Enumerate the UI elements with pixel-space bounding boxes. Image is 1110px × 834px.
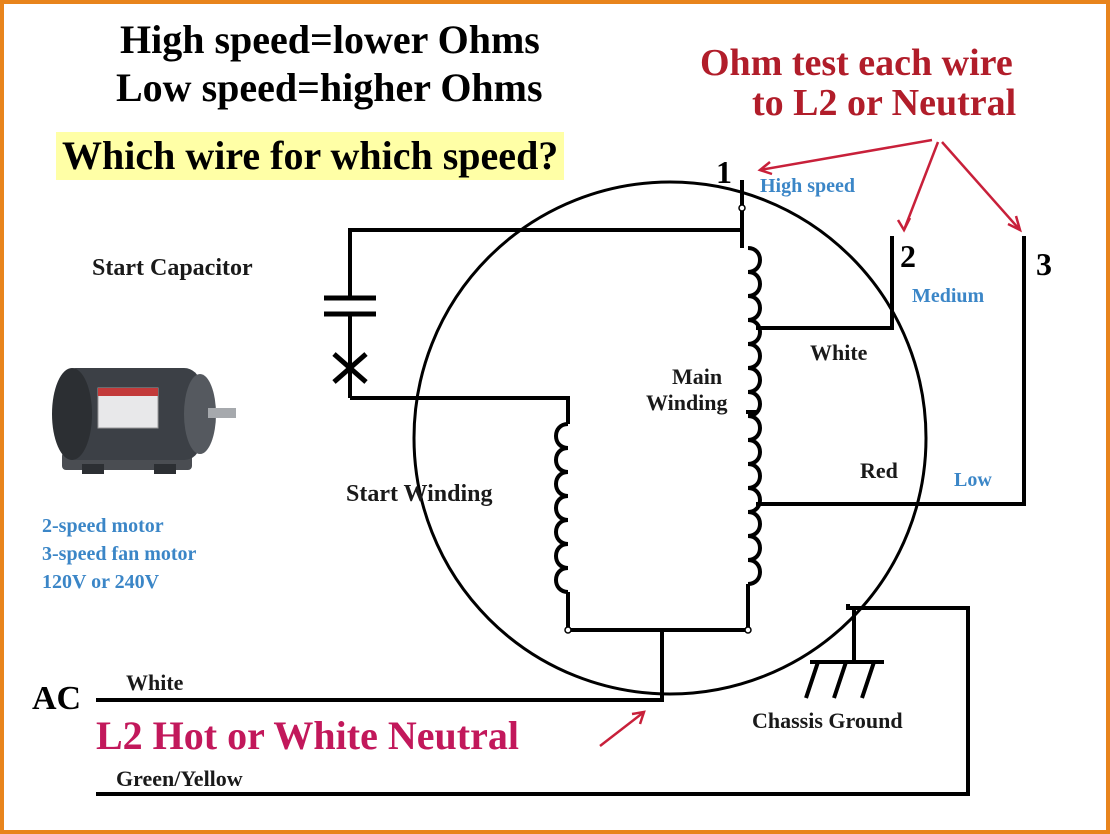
- ground-tick-1: [804, 661, 820, 699]
- start-winding-coil: [554, 422, 569, 594]
- terminal-3: 3: [1036, 246, 1052, 282]
- arrow-to-2: [902, 141, 940, 231]
- motor-housing-circle: [412, 180, 928, 696]
- ground-tick-2: [832, 661, 848, 699]
- ground-tick-3: [860, 661, 876, 699]
- arrow-to-3: [941, 141, 1021, 231]
- terminal-1: 1: [716, 154, 732, 190]
- common-to-ac-wire: [96, 630, 664, 702]
- label-main-winding-2: Winding: [646, 390, 728, 415]
- label-start-winding: Start Winding: [346, 481, 493, 507]
- label-start-capacitor: Start Capacitor: [92, 255, 253, 281]
- motor-info-line2: 3-speed fan motor: [42, 543, 197, 565]
- label-high-speed: High speed: [760, 175, 856, 197]
- motor-info-line3: 120V or 240V: [42, 571, 160, 593]
- question-banner: Which wire for which speed?: [56, 132, 565, 180]
- main-winding-coil: [747, 246, 762, 586]
- start-winding-top-wire: [350, 396, 570, 424]
- arrow-heads: [631, 161, 1022, 725]
- label-white-wire: White: [810, 340, 868, 365]
- title-high-speed: High speed=lower Ohms: [120, 17, 540, 62]
- medium-tap-wire: [756, 236, 894, 330]
- motor-image: [52, 368, 236, 474]
- label-main-winding-1: Main: [672, 364, 723, 389]
- label-red-wire: Red: [860, 458, 898, 483]
- node-main-top: [738, 204, 746, 212]
- ohm-test-line2: to L2 or Neutral: [752, 82, 1017, 124]
- label-green-yellow: Green/Yellow: [116, 766, 243, 791]
- wiring-diagram: [52, 138, 1026, 796]
- label-ac: AC: [32, 680, 82, 717]
- node-start-bottom: [564, 626, 572, 634]
- node-main-bottom: [744, 626, 752, 634]
- motor-label-band: [98, 388, 158, 396]
- label-medium: Medium: [912, 285, 985, 307]
- ohm-test-arrows: [599, 138, 1021, 747]
- switch-x-b: [332, 352, 368, 384]
- label-white-supply: White: [126, 670, 184, 695]
- label-l2-hot-neutral: L2 Hot or White Neutral: [96, 713, 519, 758]
- terminal-2: 2: [900, 238, 916, 274]
- label-low: Low: [954, 469, 992, 491]
- motor-end-cap: [52, 368, 92, 460]
- motor-shaft: [208, 408, 236, 418]
- ground-wire: [96, 604, 970, 796]
- motor-info-line1: 2-speed motor: [42, 515, 164, 537]
- motor-foot-right: [154, 464, 176, 474]
- label-chassis-ground: Chassis Ground: [752, 708, 903, 733]
- motor-front-cap: [184, 374, 216, 454]
- motor-foot-left: [82, 464, 104, 474]
- arrow-l2: [599, 711, 645, 747]
- ohm-test-line1: Ohm test each wire: [700, 42, 1013, 84]
- arrow-to-1: [759, 138, 933, 172]
- capacitor-top-wire: [348, 180, 744, 234]
- low-tap-wire: [756, 236, 1026, 506]
- title-low-speed: Low speed=higher Ohms: [116, 65, 543, 110]
